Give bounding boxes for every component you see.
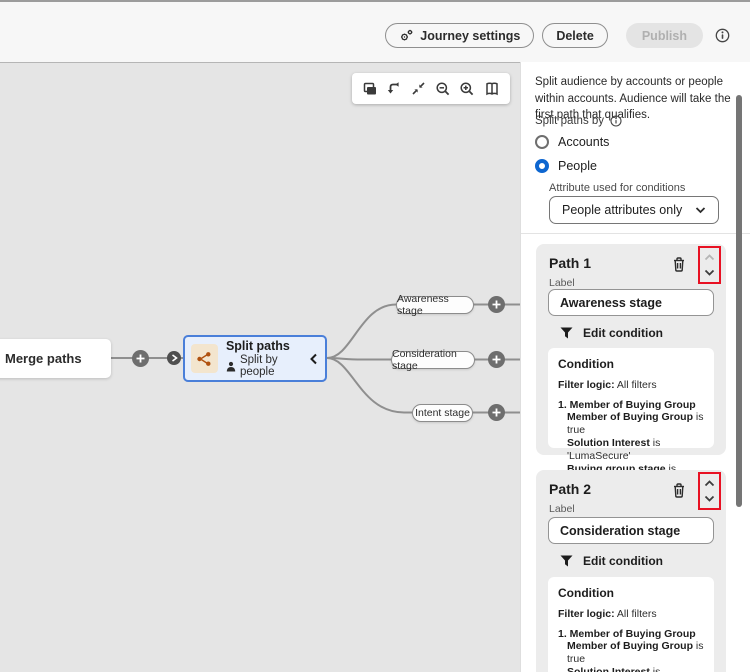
delete-label: Delete: [556, 28, 594, 43]
zoom-in-icon[interactable]: [459, 80, 476, 97]
label-caption: Label: [549, 503, 575, 515]
publish-button[interactable]: Publish: [625, 23, 703, 48]
split-paths-by-info-icon[interactable]: [610, 115, 622, 127]
filter-icon: [560, 327, 573, 339]
rule-group: 1. Member of Buying Group: [558, 628, 696, 640]
rule-group: 1. Member of Buying Group: [558, 399, 696, 411]
merge-paths-label: Merge paths: [5, 351, 82, 366]
path-2-label-input[interactable]: [548, 517, 714, 544]
split-paths-node[interactable]: Split paths Split by people: [183, 335, 327, 382]
add-node-button-path3[interactable]: [488, 404, 505, 421]
split-node-title: Split paths: [225, 339, 290, 353]
merge-paths-node[interactable]: Merge paths: [0, 339, 111, 378]
attribute-select[interactable]: People attributes only: [549, 196, 719, 224]
journey-settings-button[interactable]: Journey settings: [385, 23, 535, 48]
rule-line: Solution Interest is 'LumaSecure': [567, 666, 661, 672]
edit-condition-button[interactable]: Edit condition: [560, 326, 663, 340]
move-down-chevron-icon[interactable]: [703, 492, 717, 506]
path-1-title: Path 1: [549, 255, 592, 271]
filter-icon: [560, 555, 573, 567]
split-icon: [191, 344, 218, 373]
publish-label: Publish: [641, 28, 687, 43]
chevron-down-icon: [695, 207, 706, 214]
connector-edges: [60, 303, 520, 414]
path-1-card: Path 1 Label Edit condition Condition Fi…: [536, 244, 726, 488]
split-paths-by-label: Split paths by: [535, 115, 605, 127]
radio-people[interactable]: People: [535, 159, 597, 173]
rule-line: Member of Buying Group is true: [567, 411, 704, 436]
stage-label-intent[interactable]: Intent stage: [412, 403, 473, 422]
panel-divider: [521, 233, 750, 234]
add-node-button-path2[interactable]: [488, 351, 505, 368]
stage-label-awareness[interactable]: Awareness stage: [396, 293, 474, 317]
collapse-node-chevron-icon[interactable]: [309, 353, 318, 365]
radio-people-circle[interactable]: [535, 159, 549, 173]
zoom-out-icon[interactable]: [435, 80, 452, 97]
radio-accounts-label: Accounts: [558, 135, 610, 149]
condition-title: Condition: [558, 357, 614, 371]
split-settings-panel: Split audience by accounts or people wit…: [520, 62, 750, 672]
collapse-icon[interactable]: [410, 80, 427, 97]
node-entry-arrow-icon: [167, 351, 181, 365]
split-node-subtitle: Split by people: [239, 354, 278, 378]
add-node-button[interactable]: [132, 349, 149, 367]
move-down-chevron-icon[interactable]: [703, 266, 717, 280]
rule-line: Solution Interest is 'LumaSecure': [567, 437, 661, 462]
journey-canvas[interactable]: Merge paths Split paths Split by people …: [0, 62, 520, 672]
radio-people-label: People: [558, 159, 597, 173]
attribute-select-value: People attributes only: [562, 203, 683, 217]
person-icon: [226, 361, 236, 372]
topbar-actions: Journey settings Delete Publish: [385, 23, 730, 48]
gear-icon: [399, 28, 414, 43]
attribute-label: Attribute used for conditions: [549, 182, 686, 194]
minimap-icon[interactable]: [483, 80, 500, 97]
info-icon[interactable]: [715, 28, 730, 43]
add-node-button-path1[interactable]: [488, 296, 505, 313]
path-2-card: Path 2 Label Edit condition Condition Fi…: [536, 470, 726, 672]
condition-summary: Condition Filter logic: All filters 1. M…: [548, 577, 714, 672]
panel-description: Split audience by accounts or people wit…: [535, 76, 731, 121]
trash-icon[interactable]: [671, 482, 688, 499]
stage-label-consideration[interactable]: Consideration stage: [391, 348, 475, 372]
auto-layout-icon[interactable]: [386, 80, 403, 97]
path-2-title: Path 2: [549, 481, 592, 497]
move-up-chevron-icon[interactable]: [703, 477, 717, 491]
radio-accounts[interactable]: Accounts: [535, 135, 609, 149]
top-bar: Journey settings Delete Publish: [0, 0, 750, 62]
condition-summary: Condition Filter logic: All filters 1. M…: [548, 348, 714, 488]
trash-icon[interactable]: [671, 256, 688, 273]
delete-button[interactable]: Delete: [542, 23, 608, 48]
edit-condition-button[interactable]: Edit condition: [560, 554, 663, 568]
journey-settings-label: Journey settings: [420, 28, 521, 43]
path-1-label-input[interactable]: [548, 289, 714, 316]
radio-accounts-circle[interactable]: [535, 135, 549, 149]
condition-title: Condition: [558, 586, 614, 600]
panel-scrollbar[interactable]: [736, 95, 742, 507]
duplicate-icon[interactable]: [362, 80, 379, 97]
label-caption: Label: [549, 277, 575, 289]
canvas-toolbar: [352, 73, 510, 104]
rule-line: Member of Buying Group is true: [567, 640, 704, 665]
annotation-box: [698, 246, 721, 284]
annotation-box: [698, 472, 721, 510]
move-up-chevron-icon[interactable]: [703, 251, 717, 265]
